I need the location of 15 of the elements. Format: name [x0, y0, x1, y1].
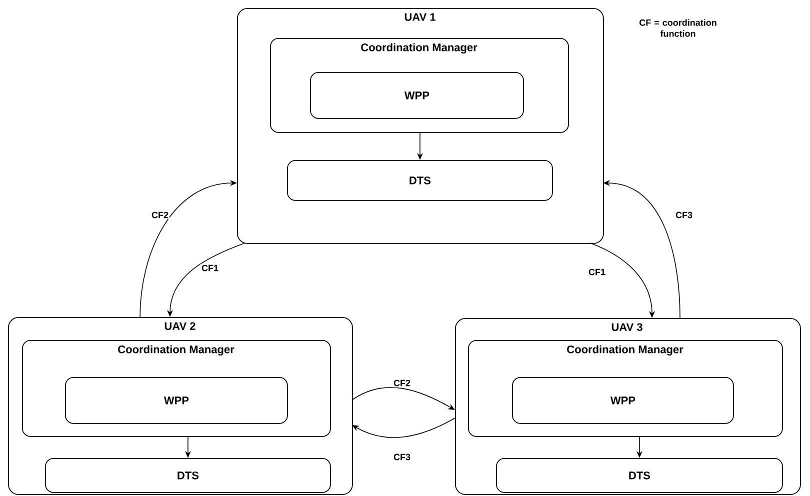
- edge-label: CF1: [588, 268, 606, 276]
- module-box: WPP: [65, 377, 288, 424]
- module-box: WPP: [512, 377, 734, 424]
- curved-arrow: [352, 387, 455, 410]
- edge-label: CF3: [392, 452, 412, 462]
- module-box: DTS: [287, 160, 553, 201]
- curved-arrow: [352, 418, 456, 438]
- edge-label: CF2: [392, 378, 412, 388]
- legend-note: CF = coordination function: [640, 19, 716, 37]
- module-box: WPP: [310, 72, 524, 119]
- edge-label: CF2: [150, 210, 170, 220]
- module-box: DTS: [45, 458, 331, 493]
- edge-label: CF3: [674, 210, 694, 220]
- module-box: DTS: [496, 458, 783, 493]
- edge-label: CF1: [200, 264, 220, 272]
